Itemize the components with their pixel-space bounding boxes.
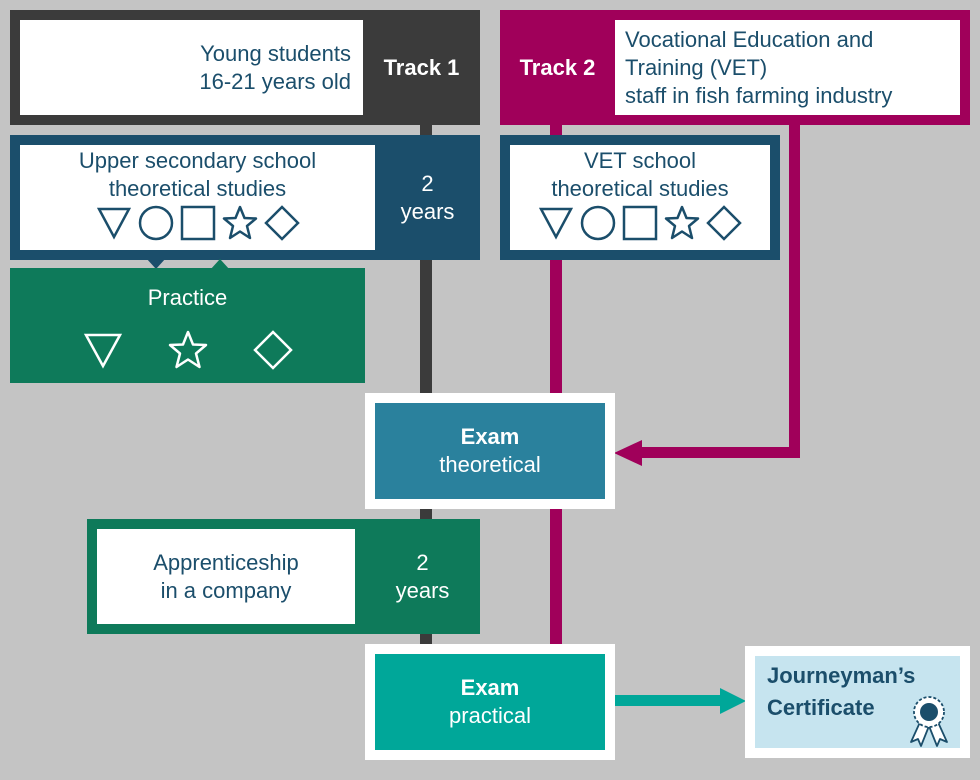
exam-practical-subtitle: practical [449, 703, 531, 728]
star-icon [168, 330, 207, 369]
exam-practical-box: Exam practical [375, 654, 605, 750]
triangle-down-icon [83, 333, 122, 369]
practice-label: Practice [147, 285, 228, 310]
upper-secondary-notch-left [146, 258, 166, 269]
track2-label: Track 2 [500, 10, 615, 125]
apprenticeship-block: Apprenticeship in a company 2 years [87, 519, 480, 634]
triangle-down-icon [538, 207, 574, 240]
track1-audience-line2: 16-21 years old [199, 68, 351, 94]
exam-theoretical-subtitle: theoretical [439, 452, 541, 477]
exam-theoretical-box: Exam theoretical [375, 403, 605, 499]
track2-header: Track 2 Vocational Education and Trainin… [500, 10, 970, 125]
exam-theoretical-title: Exam [460, 424, 520, 449]
certificate-frame: Journeyman’s Certificate [745, 646, 970, 758]
certificate-line2: Certificate [767, 695, 875, 720]
vet-school-line1: VET school [583, 148, 697, 173]
track2-audience-line2: Training (VET) [625, 54, 768, 80]
apprenticeship-duration: 2 years [365, 519, 480, 634]
vet-school-line2: theoretical studies [551, 176, 729, 201]
circle-icon [580, 205, 616, 241]
upper-secondary-icons [20, 205, 375, 241]
apprenticeship-duration-num: 2 [416, 549, 429, 575]
upper-secondary-duration-num: 2 [421, 170, 434, 196]
practice-block: Practice [10, 268, 365, 383]
track2-audience-line3: staff in fish farming industry [625, 82, 893, 108]
upper-secondary-duration-unit: years [400, 198, 455, 224]
certificate-line1: Journeyman’s [767, 663, 916, 688]
triangle-down-icon [96, 207, 131, 240]
exam-practical-title: Exam [460, 675, 520, 700]
track1-label: Track 1 [363, 10, 480, 125]
diamond-icon [252, 330, 293, 370]
certificate-arrowhead [720, 688, 746, 714]
vet-school-block: VET school theoretical studies [500, 135, 780, 260]
vet-school-icons [510, 205, 770, 241]
square-icon [622, 205, 658, 241]
track2-audience-box: Vocational Education and Training (VET) … [615, 20, 960, 115]
apprenticeship-box: Apprenticeship in a company [97, 529, 355, 624]
track1-label-text: Track 1 [383, 54, 460, 80]
track2-label-text: Track 2 [519, 54, 596, 80]
diamond-icon [706, 205, 742, 241]
upper-secondary-duration: 2 years [375, 135, 480, 260]
square-icon [180, 205, 215, 241]
practice-icons [10, 330, 365, 370]
apprenticeship-duration-unit: years [395, 577, 450, 603]
exam-practical-frame: Exam practical [365, 644, 615, 760]
track1-audience-line1: Young students [200, 40, 351, 66]
track2-arrowhead [614, 440, 642, 466]
track2-bypass-vertical [789, 116, 800, 458]
apprenticeship-line2: in a company [160, 577, 292, 603]
star-icon [664, 205, 700, 240]
diamond-icon [263, 205, 300, 241]
practice-notch [210, 259, 230, 270]
upper-secondary-line1: Upper secondary school [78, 148, 317, 173]
track1-header: Young students 16-21 years old Track 1 [10, 10, 480, 125]
award-ribbon-icon [910, 696, 948, 747]
apprenticeship-line1: Apprenticeship [153, 549, 299, 575]
track2-audience-line1: Vocational Education and [625, 26, 874, 52]
certificate-arrow-line [612, 695, 722, 706]
upper-secondary-line2: theoretical studies [108, 176, 287, 201]
upper-secondary-block: Upper secondary school theoretical studi… [10, 135, 480, 260]
upper-secondary-box: Upper secondary school theoretical studi… [20, 145, 375, 250]
circle-icon [138, 205, 173, 241]
exam-theoretical-frame: Exam theoretical [365, 393, 615, 509]
vet-school-box: VET school theoretical studies [510, 145, 770, 250]
track2-bypass-horizontal [636, 447, 800, 458]
certificate-box: Journeyman’s Certificate [755, 656, 960, 748]
star-icon [222, 205, 257, 240]
track1-audience-box: Young students 16-21 years old [20, 20, 363, 115]
